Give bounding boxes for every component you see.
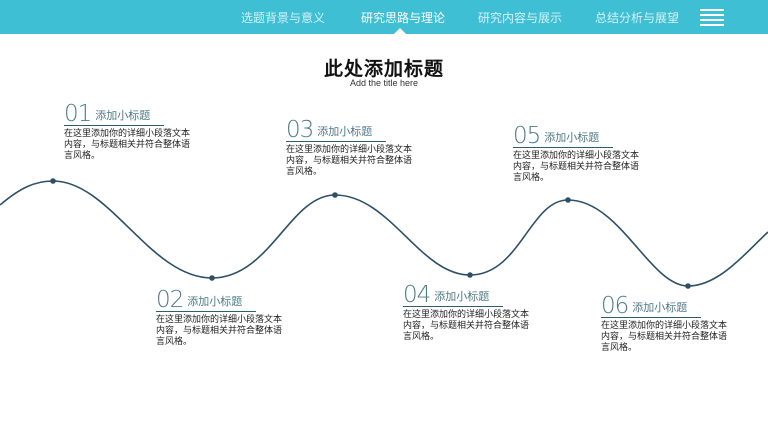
hamburger-icon[interactable] (700, 9, 724, 27)
page-subtitle: Add the title here (349, 78, 419, 88)
timeline-number: 06 (601, 293, 629, 319)
timeline-node-03 (332, 192, 338, 198)
timeline-node-01 (50, 178, 56, 184)
timeline-item-header: 04 添加小标题 (403, 282, 503, 308)
timeline-text: 在这里添加你的详细小段落文本内容，与标题相关并符合整体语言风格。 (286, 145, 413, 177)
timeline-node-05 (565, 197, 571, 203)
timeline-item-06: 06 添加小标题 在这里添加你的详细小段落文本内容，与标题相关并符合整体语言风格… (601, 293, 731, 354)
timeline-title: 添加小标题 (434, 290, 490, 303)
timeline-number: 02 (156, 287, 184, 313)
timeline-item-header: 01 添加小标题 (64, 101, 164, 127)
timeline-number: 01 (64, 101, 92, 127)
wave-path (0, 180, 768, 287)
timeline-item-header: 05 添加小标题 (513, 123, 613, 149)
timeline-title: 添加小标题 (317, 125, 373, 138)
timeline-item-05: 05 添加小标题 在这里添加你的详细小段落文本内容，与标题相关并符合整体语言风格… (513, 123, 643, 184)
nav-item-background[interactable]: 选题背景与意义 (241, 11, 326, 25)
timeline-title: 添加小标题 (187, 295, 243, 308)
timeline-title: 添加小标题 (544, 131, 600, 144)
nav-item-content[interactable]: 研究内容与展示 (478, 11, 563, 25)
nav-item-summary[interactable]: 总结分析与展望 (595, 11, 680, 25)
top-nav-bar: 选题背景与意义 研究思路与理论 研究内容与展示 总结分析与展望 (0, 0, 768, 34)
timeline-node-06 (685, 283, 691, 289)
timeline-item-04: 04 添加小标题 在这里添加你的详细小段落文本内容，与标题相关并符合整体语言风格… (403, 282, 533, 343)
timeline-number: 03 (286, 117, 314, 143)
active-nav-indicator (394, 28, 406, 34)
timeline-text: 在这里添加你的详细小段落文本内容，与标题相关并符合整体语言风格。 (403, 310, 530, 342)
timeline-node-02 (209, 275, 215, 281)
timeline-number: 04 (403, 282, 431, 308)
timeline-item-header: 06 添加小标题 (601, 293, 701, 319)
timeline-item-02: 02 添加小标题 在这里添加你的详细小段落文本内容，与标题相关并符合整体语言风格… (156, 287, 286, 348)
timeline-number: 05 (513, 123, 541, 149)
timeline-title: 添加小标题 (632, 301, 688, 314)
timeline-text: 在这里添加你的详细小段落文本内容，与标题相关并符合整体语言风格。 (156, 315, 283, 347)
timeline-item-header: 02 添加小标题 (156, 287, 256, 313)
timeline-item-header: 03 添加小标题 (286, 117, 386, 143)
timeline-text: 在这里添加你的详细小段落文本内容，与标题相关并符合整体语言风格。 (513, 151, 640, 183)
timeline-title: 添加小标题 (95, 109, 151, 122)
nav-item-methodology[interactable]: 研究思路与理论 (361, 11, 446, 25)
timeline-item-03: 03 添加小标题 在这里添加你的详细小段落文本内容，与标题相关并符合整体语言风格… (286, 117, 416, 178)
timeline-text: 在这里添加你的详细小段落文本内容，与标题相关并符合整体语言风格。 (64, 129, 191, 161)
page-title: 此处添加标题 (323, 58, 444, 80)
timeline-text: 在这里添加你的详细小段落文本内容，与标题相关并符合整体语言风格。 (601, 321, 728, 353)
timeline-item-01: 01 添加小标题 在这里添加你的详细小段落文本内容，与标题相关并符合整体语言风格… (64, 101, 194, 162)
timeline-node-04 (467, 272, 473, 278)
